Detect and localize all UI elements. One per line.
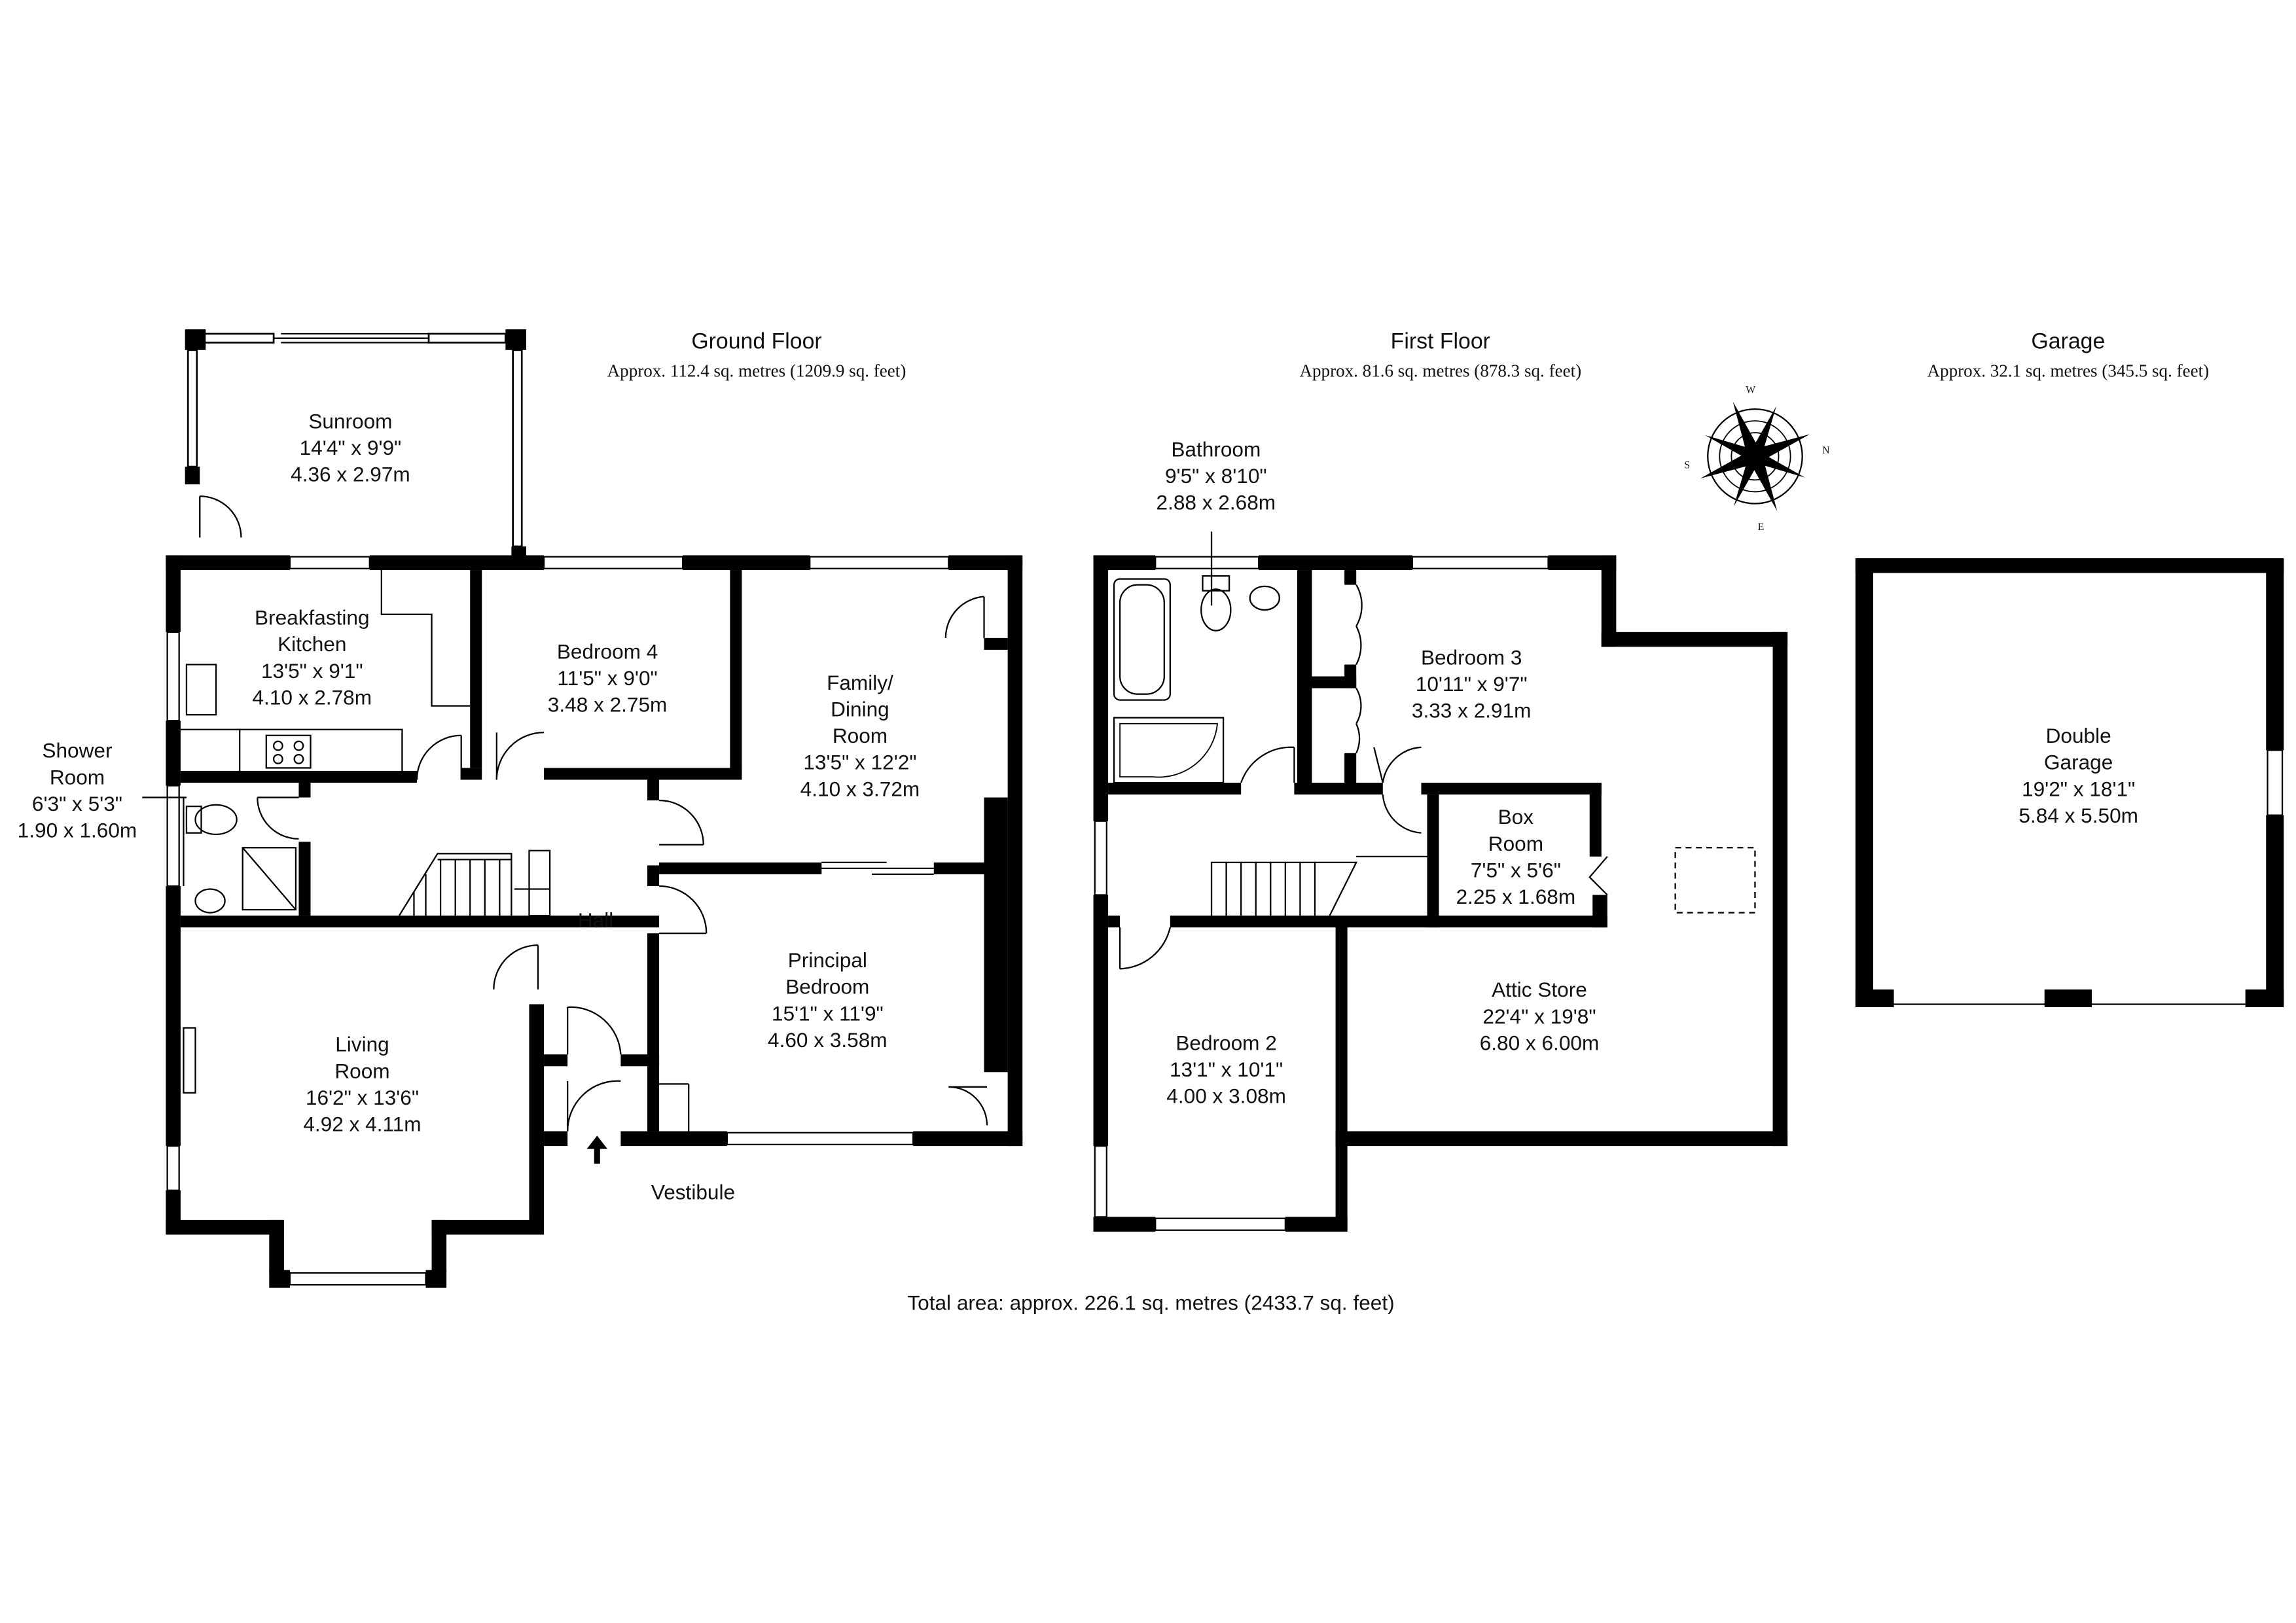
principal-imperial: 15'1" x 11'9" <box>772 1001 884 1025</box>
first-interior-walls <box>1108 570 1607 928</box>
kitchen-imperial: 13'5" x 9'1" <box>261 659 363 683</box>
sunroom-name: Sunroom <box>308 409 392 433</box>
room-living: Living Room 16'2" x 13'6" 4.92 x 4.11m <box>303 1033 421 1136</box>
first-floor-plan <box>1093 531 1788 1232</box>
ground-windows <box>166 556 950 1286</box>
bedroom2-metric: 4.00 x 3.08m <box>1166 1084 1286 1108</box>
room-sunroom: Sunroom 14'4" x 9'9" 4.36 x 2.97m <box>291 409 410 486</box>
first-fittings <box>1113 531 1756 970</box>
sunroom-imperial: 14'4" x 9'9" <box>300 436 402 459</box>
room-double-garage: Double Garage 19'2" x 18'1" 5.84 x 5.50m <box>2018 724 2138 827</box>
boxroom-imperial: 7'5" x 5'6" <box>1471 858 1561 882</box>
garage-imperial: 19'2" x 18'1" <box>2022 777 2135 800</box>
living-imperial: 16'2" x 13'6" <box>306 1086 419 1109</box>
shower-fittings <box>183 797 297 914</box>
garage-name-line1: Double <box>2046 724 2111 747</box>
sunroom-metric: 4.36 x 2.97m <box>291 463 410 486</box>
ground-floor-heading: Ground Floor Approx. 112.4 sq. metres (1… <box>607 329 906 381</box>
principal-name-line2: Bedroom <box>785 975 869 999</box>
ground-outer-walls <box>166 555 1023 1288</box>
kitchen-name-line2: Kitchen <box>278 632 346 656</box>
ground-doors <box>257 596 988 1132</box>
family-name-line1: Family/ <box>827 671 893 694</box>
entrance-arrow-icon <box>586 1135 608 1164</box>
shower-name-line2: Room <box>50 765 105 789</box>
ground-stairs <box>398 849 690 1132</box>
room-bedroom-3: Bedroom 3 10'11" x 9'7" 3.33 x 2.91m <box>1412 645 1532 722</box>
bedroom2-name: Bedroom 2 <box>1175 1031 1276 1054</box>
living-name-line1: Living <box>335 1033 389 1056</box>
attic-name: Attic Store <box>1492 978 1587 1001</box>
garage-plan <box>1855 558 2284 1007</box>
attic-imperial: 22'4" x 19'8" <box>1482 1005 1596 1028</box>
total-area: Total area: approx. 226.1 sq. metres (24… <box>907 1291 1394 1315</box>
family-name-line3: Room <box>833 724 888 747</box>
compass-w: W <box>1746 384 1755 395</box>
room-shower: Shower Room 6'3" x 5'3" 1.90 x 1.60m <box>18 739 187 842</box>
first-floor-heading: First Floor Approx. 81.6 sq. metres (878… <box>1299 329 1581 381</box>
living-metric: 4.92 x 4.11m <box>303 1113 421 1136</box>
ground-floor-plan <box>166 329 1023 1288</box>
first-floor-title: First Floor <box>1391 329 1490 354</box>
room-principal-bedroom: Principal Bedroom 15'1" x 11'9" 4.60 x 3… <box>768 948 888 1052</box>
garage-title: Garage <box>2031 329 2105 354</box>
shower-name-line1: Shower <box>42 739 112 762</box>
sunroom-walls <box>185 329 526 565</box>
bathroom-name: Bathroom <box>1171 437 1261 461</box>
shower-metric: 1.90 x 1.60m <box>18 818 137 842</box>
bedroom4-name: Bedroom 4 <box>557 639 658 663</box>
bedroom3-imperial: 10'11" x 9'7" <box>1416 672 1528 696</box>
ground-floor-area: Approx. 112.4 sq. metres (1209.9 sq. fee… <box>607 361 906 380</box>
first-floor-area: Approx. 81.6 sq. metres (878.3 sq. feet) <box>1299 361 1581 380</box>
compass-e: E <box>1758 522 1765 533</box>
compass-s: S <box>1684 459 1690 471</box>
boxroom-name-line2: Room <box>1488 832 1543 855</box>
first-outer-walls <box>1093 555 1788 1232</box>
living-name-line2: Room <box>334 1059 389 1082</box>
garage-metric: 5.84 x 5.50m <box>2018 804 2138 827</box>
garage-area: Approx. 32.1 sq. metres (345.5 sq. feet) <box>1928 361 2210 380</box>
principal-metric: 4.60 x 3.58m <box>768 1028 888 1052</box>
ground-interior-walls <box>180 570 1008 1132</box>
kitchen-name-line1: Breakfasting <box>255 606 370 630</box>
hall-name: Hall <box>578 908 613 932</box>
kitchen-fittings <box>180 570 471 771</box>
family-imperial: 13'5" x 12'2" <box>803 751 916 774</box>
boxroom-name-line1: Box <box>1498 805 1534 829</box>
room-bedroom-2: Bedroom 2 13'1" x 10'1" 4.00 x 3.08m <box>1166 1031 1286 1107</box>
room-family-dining: Family/ Dining Room 13'5" x 12'2" 4.10 x… <box>800 671 920 800</box>
compass-n: N <box>1822 445 1830 456</box>
bathroom-imperial: 9'5" x 8'10" <box>1165 464 1267 488</box>
room-bedroom-4: Bedroom 4 11'5" x 9'0" 3.48 x 2.75m <box>548 639 668 716</box>
room-bathroom: Bathroom 9'5" x 8'10" 2.88 x 2.68m <box>1157 437 1276 514</box>
bedroom3-metric: 3.33 x 2.91m <box>1412 699 1532 722</box>
boxroom-metric: 2.25 x 1.68m <box>1456 885 1576 908</box>
bedroom3-name: Bedroom 3 <box>1421 645 1522 669</box>
garage-heading: Garage Approx. 32.1 sq. metres (345.5 sq… <box>1928 329 2210 381</box>
room-kitchen: Breakfasting Kitchen 13'5" x 9'1" 4.10 x… <box>252 606 372 709</box>
garage-name-line2: Garage <box>2044 751 2113 774</box>
vestibule-name: Vestibule <box>651 1180 735 1204</box>
shower-imperial: 6'3" x 5'3" <box>32 792 122 815</box>
room-box-room: Box Room 7'5" x 5'6" 2.25 x 1.68m <box>1456 805 1576 908</box>
bedroom2-imperial: 13'1" x 10'1" <box>1170 1058 1283 1081</box>
bedroom4-imperial: 11'5" x 9'0" <box>557 666 657 690</box>
bathroom-metric: 2.88 x 2.68m <box>1157 491 1276 514</box>
attic-metric: 6.80 x 6.00m <box>1480 1031 1600 1054</box>
family-metric: 4.10 x 3.72m <box>800 777 920 800</box>
ground-floor-title: Ground Floor <box>691 329 821 354</box>
kitchen-metric: 4.10 x 2.78m <box>252 685 372 709</box>
first-windows <box>1094 556 1549 1231</box>
principal-name-line1: Principal <box>788 948 867 972</box>
family-name-line2: Dining <box>831 697 889 721</box>
room-attic-store: Attic Store 22'4" x 19'8" 6.80 x 6.00m <box>1480 978 1600 1054</box>
compass-rose-icon: W N E S <box>1684 384 1830 533</box>
bedroom4-metric: 3.48 x 2.75m <box>548 693 668 717</box>
